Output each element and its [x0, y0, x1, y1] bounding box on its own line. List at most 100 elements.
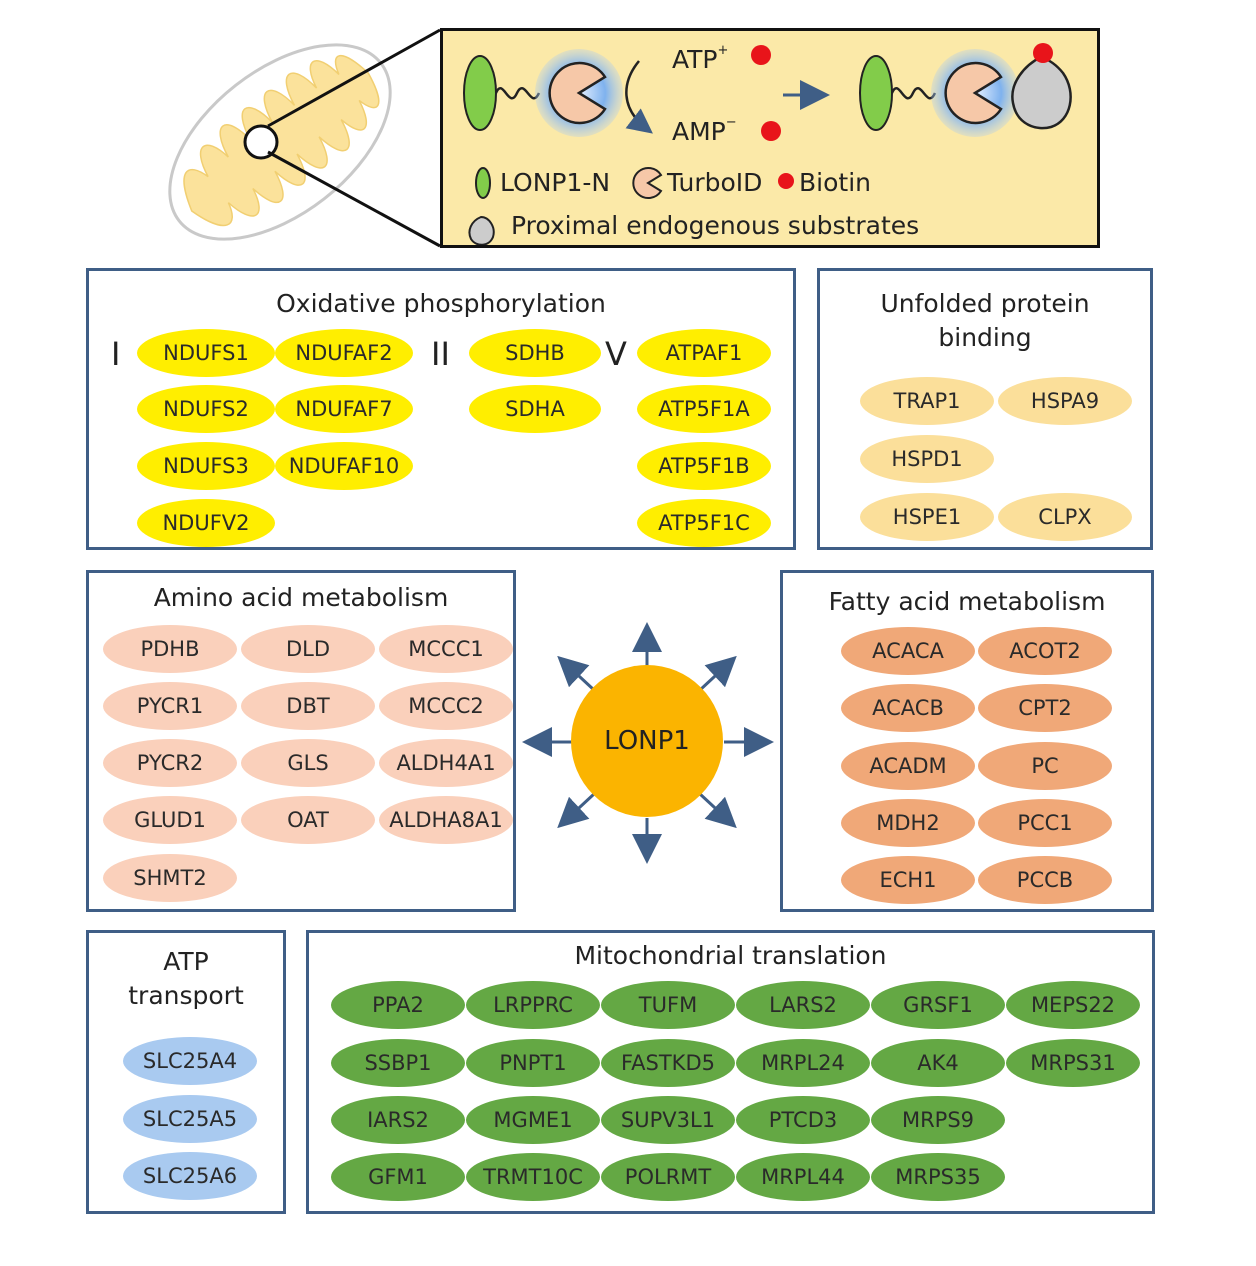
gene-pill: PC — [978, 742, 1112, 790]
lonp1-node: LONP1 — [571, 665, 723, 817]
gene-pill: ATP5F1B — [637, 442, 771, 490]
gene-pill: OAT — [241, 796, 375, 844]
oxphos-title: Oxidative phosphorylation — [276, 289, 606, 318]
gene-pill: GRSF1 — [871, 981, 1005, 1029]
gene-pill: SLC25A5 — [123, 1095, 257, 1143]
gene-pill: SUPV3L1 — [601, 1096, 735, 1144]
fatty-acid-box: Fatty acid metabolism ACACA ACACB ACADM … — [780, 570, 1154, 912]
gene-pill: IARS2 — [331, 1096, 465, 1144]
gene-pill: NDUFS2 — [137, 385, 275, 433]
gene-pill: PDHB — [103, 625, 237, 673]
complex-ii-label: II — [431, 335, 450, 373]
gene-pill: ACACA — [841, 627, 975, 675]
gene-pill: DLD — [241, 625, 375, 673]
legend-lonp1n: LONP1-N — [500, 168, 611, 197]
gene-pill: ACADM — [841, 742, 975, 790]
gene-pill: ACACB — [841, 684, 975, 732]
unfolded-protein-box: Unfolded protein binding TRAP1 HSPA9 HSP… — [817, 268, 1153, 550]
gene-pill: NDUFS3 — [137, 442, 275, 490]
gene-pill: MCCC1 — [379, 625, 513, 673]
gene-pill: SLC25A6 — [123, 1152, 257, 1200]
gene-pill: ALDH4A1 — [379, 739, 513, 787]
gene-pill: SDHA — [469, 385, 601, 433]
fatty-title: Fatty acid metabolism — [828, 587, 1106, 616]
mitochondrion-illustration — [168, 43, 392, 241]
gene-pill: SDHB — [469, 329, 601, 377]
lonp1n-legend-icon — [475, 167, 491, 199]
amino-acid-box: Amino acid metabolism PDHB PYCR1 PYCR2 G… — [86, 570, 516, 912]
gene-pill: MEPS22 — [1006, 981, 1140, 1029]
gene-pill: MRPS31 — [1006, 1039, 1140, 1087]
gene-pill: NDUFAF7 — [275, 385, 413, 433]
substrate-legend-icon — [468, 215, 495, 245]
gene-pill: TRMT10C — [466, 1153, 600, 1201]
complex-i-label: I — [111, 335, 121, 373]
gene-pill: ATP5F1A — [637, 385, 771, 433]
gene-pill: FASTKD5 — [601, 1039, 735, 1087]
gene-pill: SLC25A4 — [123, 1037, 257, 1085]
gene-pill: PYCR1 — [103, 682, 237, 730]
oxphos-box: Oxidative phosphorylation I II V NDUFS1 … — [86, 268, 796, 550]
gene-pill: ECH1 — [841, 856, 975, 904]
gene-pill: PTCD3 — [736, 1096, 870, 1144]
atp-transport-title-line1: ATP — [163, 947, 209, 976]
gene-pill: CPT2 — [978, 684, 1112, 732]
gene-pill: PNPT1 — [466, 1039, 600, 1087]
gene-pill: PPA2 — [331, 981, 465, 1029]
gene-pill: LARS2 — [736, 981, 870, 1029]
legend-biotin: Biotin — [799, 168, 871, 197]
gene-pill: ATPAF1 — [637, 329, 771, 377]
gene-pill: PYCR2 — [103, 739, 237, 787]
gene-pill: GFM1 — [331, 1153, 465, 1201]
gene-pill: SHMT2 — [103, 854, 237, 902]
translation-title: Mitochondrial translation — [574, 941, 887, 970]
gene-pill: NDUFV2 — [137, 499, 275, 547]
gene-pill: NDUFAF10 — [275, 442, 413, 490]
mechanism-svg — [463, 43, 1072, 245]
mechanism-panel: ATP+ AMP− LONP1-N TurboID Biotin Proxima… — [440, 28, 1100, 248]
gene-pill: TRAP1 — [860, 377, 994, 425]
amino-title: Amino acid metabolism — [153, 583, 449, 612]
atp-label: ATP+ — [672, 43, 729, 74]
gene-pill: MGME1 — [466, 1096, 600, 1144]
gene-pill: MRPL24 — [736, 1039, 870, 1087]
unfolded-title-line2: binding — [938, 323, 1032, 352]
gene-pill: HSPD1 — [860, 435, 994, 483]
gene-pill: HSPA9 — [998, 377, 1132, 425]
gene-pill: ALDHA8A1 — [379, 796, 513, 844]
zoom-lines — [267, 28, 441, 248]
gene-pill: AK4 — [871, 1039, 1005, 1087]
legend-turboid: TurboID — [667, 168, 763, 197]
gene-pill: MDH2 — [841, 799, 975, 847]
gene-pill: POLRMT — [601, 1153, 735, 1201]
lonp1-arrows — [522, 622, 774, 864]
unfolded-title-line1: Unfolded protein — [880, 289, 1090, 318]
gene-pill: CLPX — [998, 493, 1132, 541]
gene-pill: MCCC2 — [379, 682, 513, 730]
biotin-legend-icon — [778, 173, 794, 189]
gene-pill: MRPL44 — [736, 1153, 870, 1201]
gene-pill: MRPS35 — [871, 1153, 1005, 1201]
gene-pill: NDUFAF2 — [275, 329, 413, 377]
gene-pill: ATP5F1C — [637, 499, 771, 547]
gene-pill: SSBP1 — [331, 1039, 465, 1087]
complex-v-label: V — [605, 335, 627, 373]
atp-transport-box: ATP transport SLC25A4 SLC25A5 SLC25A6 — [86, 930, 286, 1214]
gene-pill: ACOT2 — [978, 627, 1112, 675]
gene-pill: DBT — [241, 682, 375, 730]
gene-pill: MRPS9 — [871, 1096, 1005, 1144]
legend-substrates: Proximal endogenous substrates — [511, 211, 920, 240]
labeled-substrate-construct — [859, 43, 1072, 137]
gene-pill: TUFM — [601, 981, 735, 1029]
gene-pill: HSPE1 — [860, 493, 994, 541]
gene-pill: LRPPRC — [466, 981, 600, 1029]
biotin-dot — [761, 121, 781, 141]
amp-label: AMP− — [672, 115, 737, 146]
lonp1n-turboid-construct — [463, 49, 623, 137]
gene-pill: GLUD1 — [103, 796, 237, 844]
gene-pill: GLS — [241, 739, 375, 787]
gene-pill: PCCB — [978, 856, 1112, 904]
atp-transport-title-line2: transport — [128, 981, 244, 1010]
gene-pill: PCC1 — [978, 799, 1112, 847]
